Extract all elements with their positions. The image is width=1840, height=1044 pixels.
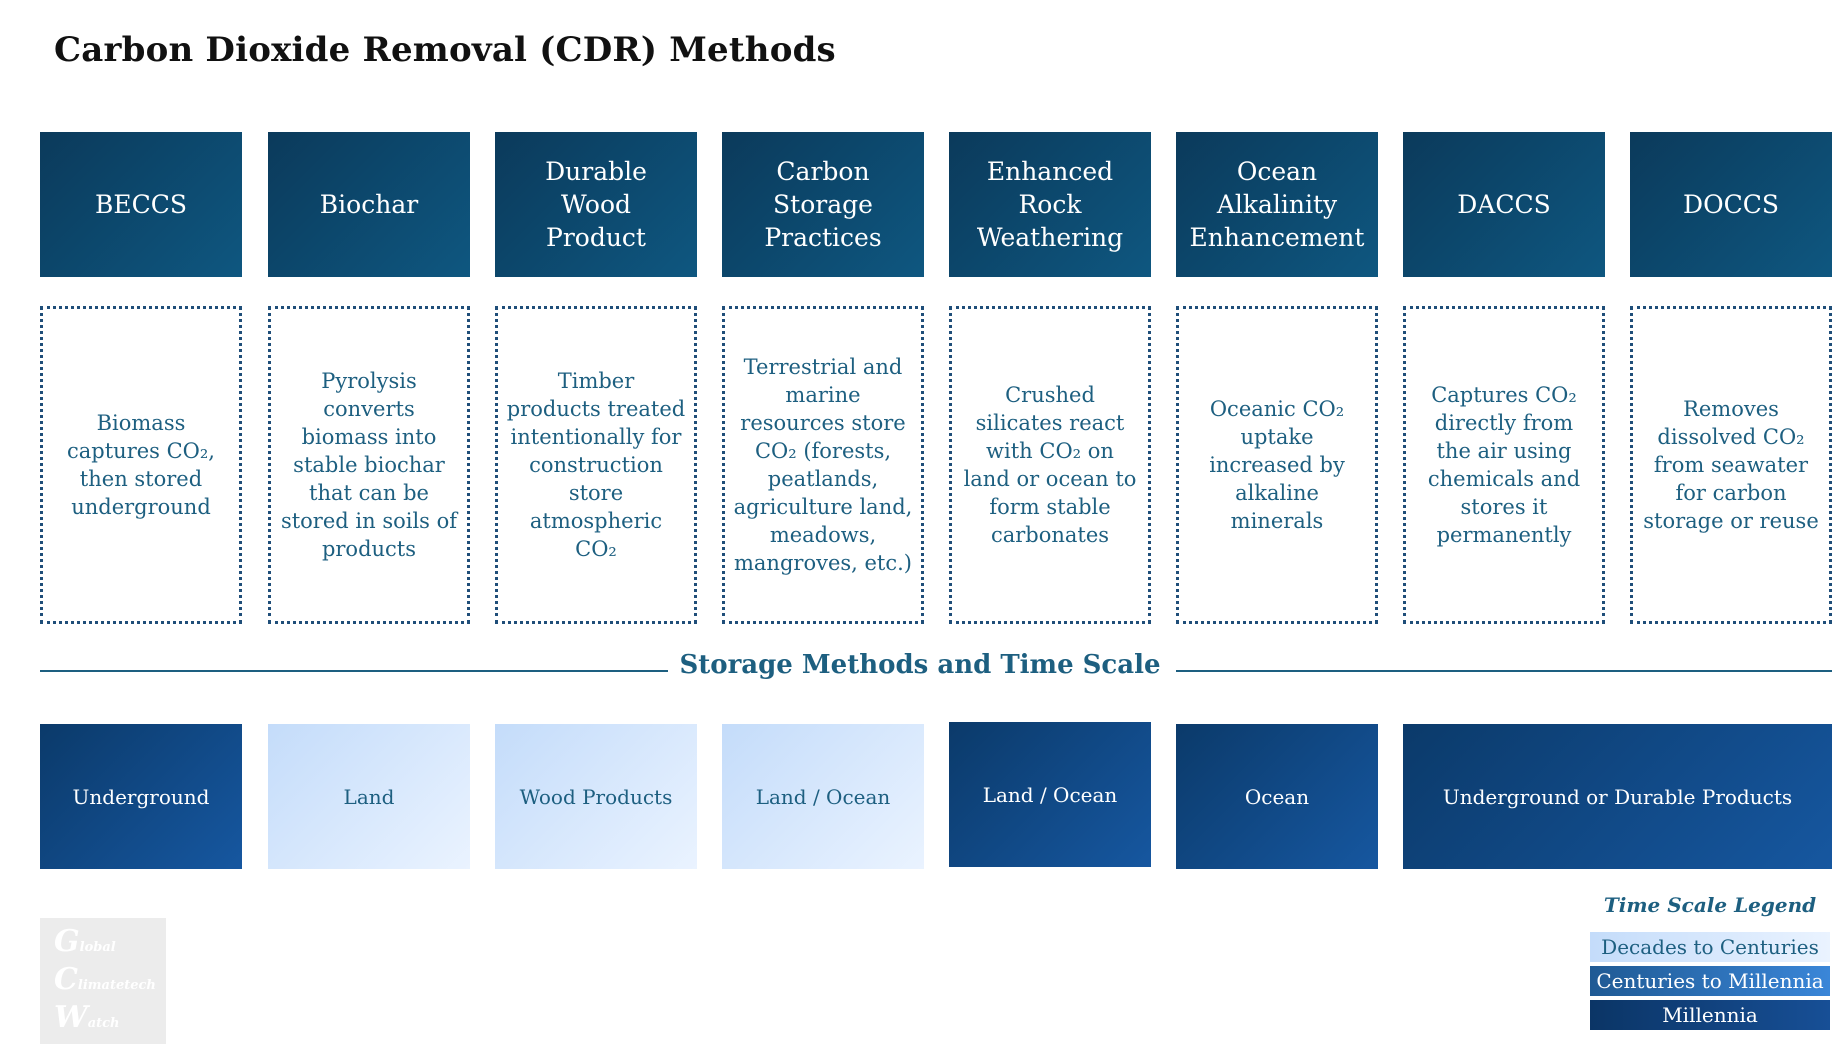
method-header-beccs: BECCS: [40, 132, 242, 277]
section-title: Storage Methods and Time Scale: [679, 650, 1161, 680]
method-header-durable-wood: Durable Wood Product: [495, 132, 697, 277]
method-header-daccs: DACCS: [1403, 132, 1605, 277]
method-description-beccs: Biomass captures CO₂, then stored underg…: [40, 306, 242, 624]
method-header-doccs: DOCCS: [1630, 132, 1832, 277]
logo-line-2: Climatetech: [54, 962, 156, 997]
storage-box-land: Land: [268, 724, 470, 869]
storage-box-land-ocean-1: Land / Ocean: [722, 724, 924, 869]
method-description-biochar: Pyrolysis converts biomass into stable b…: [268, 306, 470, 624]
global-climatetech-watch-logo: Global Climatetech Watch: [40, 918, 166, 1044]
legend-title: Time Scale Legend: [1603, 893, 1817, 917]
method-header-carbon-storage: Carbon Storage Practices: [722, 132, 924, 277]
storage-box-ocean: Ocean: [1176, 724, 1378, 869]
page-title: Carbon Dioxide Removal (CDR) Methods: [54, 30, 836, 70]
method-description-enhanced-rock: Crushed silicates react with CO₂ on land…: [949, 306, 1151, 624]
method-description-daccs: Captures CO₂ directly from the air using…: [1403, 306, 1605, 624]
legend-item-centuries: Centuries to Millennia: [1590, 966, 1830, 996]
method-description-ocean-alkalinity: Oceanic CO₂ uptake increased by alkaline…: [1176, 306, 1378, 624]
method-description-durable-wood: Timber products treated intentionally fo…: [495, 306, 697, 624]
method-description-doccs: Removes dissolved CO₂ from seawater for …: [1630, 306, 1832, 624]
storage-box-underground-or-durable: Underground or Durable Products: [1403, 724, 1832, 869]
storage-box-underground: Underground: [40, 724, 242, 869]
logo-line-1: Global: [54, 924, 116, 959]
method-header-enhanced-rock: Enhanced Rock Weathering: [949, 132, 1151, 277]
section-divider-right: [1176, 670, 1832, 672]
logo-line-3: Watch: [54, 1000, 120, 1035]
storage-box-wood-products: Wood Products: [495, 724, 697, 869]
method-description-carbon-storage: Terrestrial and marine resources store C…: [722, 306, 924, 624]
section-divider-left: [40, 670, 668, 672]
legend-item-millennia: Millennia: [1590, 1000, 1830, 1030]
method-header-biochar: Biochar: [268, 132, 470, 277]
storage-box-land-ocean-2: Land / Ocean: [949, 722, 1151, 867]
legend-item-decades: Decades to Centuries: [1590, 932, 1830, 962]
method-header-ocean-alkalinity: Ocean Alkalinity Enhancement: [1176, 132, 1378, 277]
